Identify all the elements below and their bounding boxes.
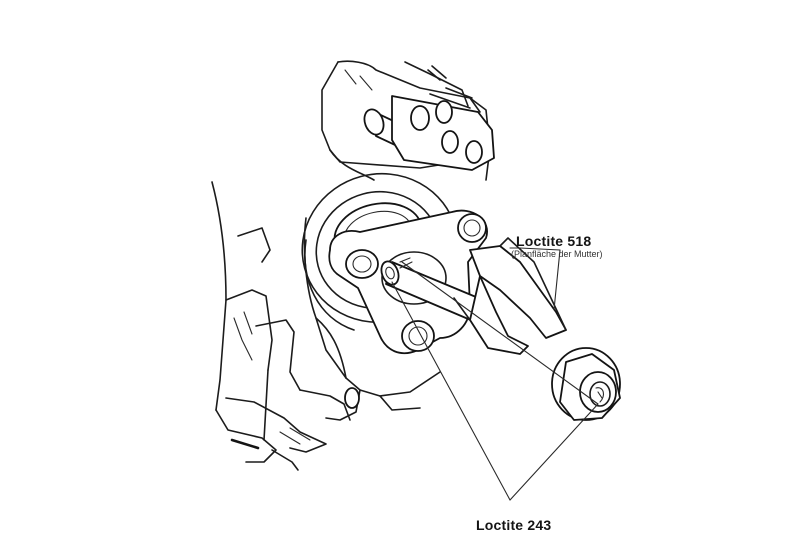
leader-loctite-243-b [402, 262, 598, 404]
label-loctite-243: Loctite 243 [476, 517, 552, 533]
bottom-feet [216, 390, 350, 470]
leader-loctite-518 [510, 248, 560, 310]
label-loctite-518-note: (Planfläche der Mutter) [511, 249, 603, 259]
engine-block-left [212, 182, 300, 440]
leader-loctite-243-a [392, 282, 510, 500]
leader-lines [392, 248, 598, 500]
label-loctite-518: Loctite 518 [516, 233, 592, 249]
top-bracket [392, 88, 494, 170]
central-housing [304, 218, 440, 420]
flange-nut [552, 348, 620, 420]
